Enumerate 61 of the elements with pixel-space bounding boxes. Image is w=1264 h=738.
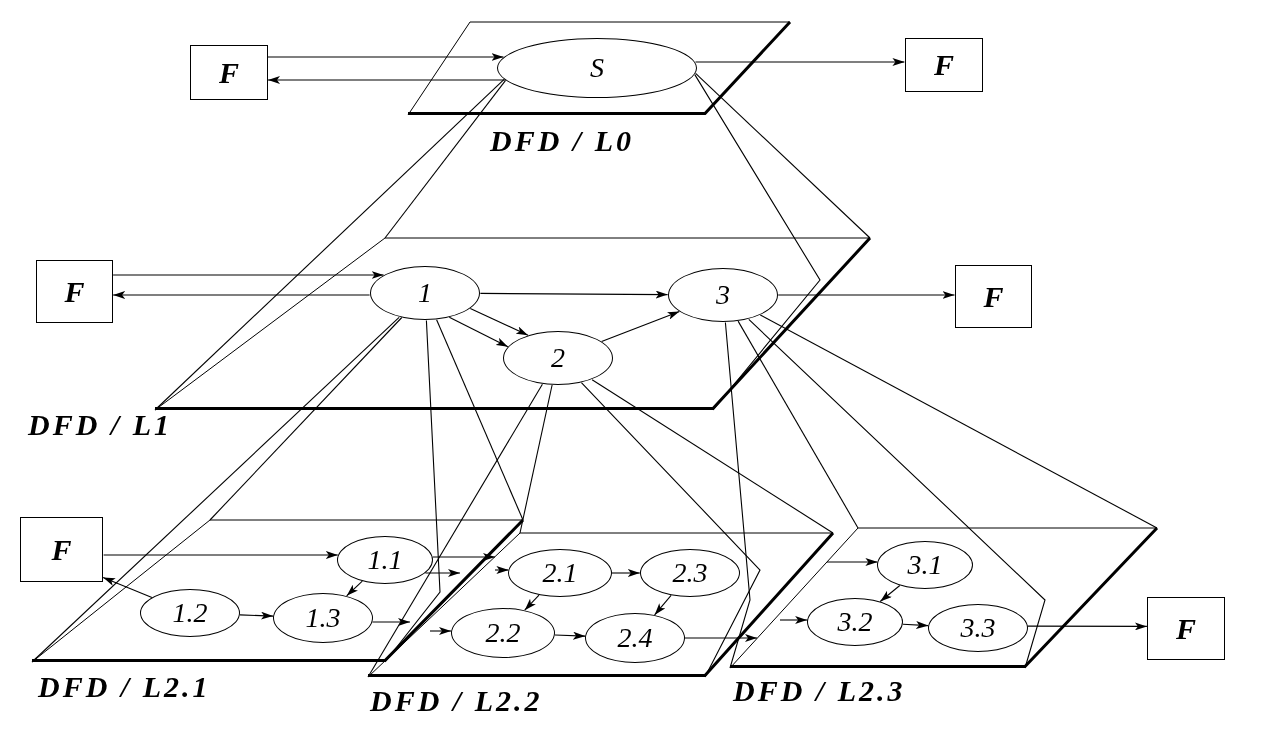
arrow bbox=[112, 271, 385, 279]
process-ellipse: 3.2 bbox=[807, 598, 903, 646]
projection-line bbox=[695, 72, 871, 239]
arrow bbox=[102, 576, 153, 598]
level-label: DFD / L0 bbox=[490, 126, 634, 156]
projection-line bbox=[737, 320, 859, 529]
projection-line bbox=[436, 319, 524, 521]
arrow bbox=[611, 569, 641, 577]
process-ellipse: 3.3 bbox=[928, 604, 1028, 652]
arrow bbox=[239, 611, 274, 620]
projection-line bbox=[209, 316, 403, 521]
arrow bbox=[879, 584, 901, 603]
process-ellipse: 3 bbox=[668, 268, 778, 322]
projection-line bbox=[519, 384, 553, 534]
process-ellipse: 3.1 bbox=[877, 541, 973, 589]
level-label: DFD / L2.1 bbox=[38, 672, 211, 702]
projection-line bbox=[384, 79, 507, 239]
arrow bbox=[346, 580, 363, 597]
process-ellipse: 1.2 bbox=[140, 589, 240, 637]
process-ellipse: 2.1 bbox=[508, 549, 612, 597]
projection-line bbox=[724, 321, 751, 669]
arrow bbox=[694, 58, 905, 66]
arrow bbox=[777, 291, 956, 299]
process-ellipse: 2.3 bbox=[640, 549, 740, 597]
arrow bbox=[601, 311, 680, 342]
process-ellipse: S bbox=[497, 38, 697, 98]
external-entity-box: F bbox=[190, 45, 268, 100]
external-entity-box: F bbox=[36, 260, 113, 323]
arrow bbox=[779, 616, 808, 624]
process-ellipse: 2 bbox=[503, 331, 613, 385]
arrow bbox=[429, 627, 452, 635]
process-ellipse: 1.3 bbox=[273, 593, 373, 643]
arrow bbox=[432, 553, 496, 561]
arrow bbox=[371, 618, 411, 626]
external-entity-box: F bbox=[905, 38, 983, 92]
arrow bbox=[448, 316, 509, 348]
projection-line bbox=[591, 379, 834, 534]
arrow bbox=[267, 76, 506, 84]
arrow bbox=[103, 551, 339, 559]
process-ellipse: 2.4 bbox=[585, 613, 685, 663]
projection-line bbox=[759, 314, 1158, 529]
arrow bbox=[826, 558, 878, 566]
arrow bbox=[554, 631, 586, 640]
external-entity-box: F bbox=[20, 517, 103, 582]
arrow bbox=[424, 569, 461, 577]
process-ellipse: 1.1 bbox=[337, 536, 433, 584]
external-entity-box: F bbox=[955, 265, 1032, 328]
arrow bbox=[112, 291, 371, 299]
process-ellipse: 2.2 bbox=[451, 608, 555, 658]
arrow bbox=[1027, 622, 1148, 631]
level-label: DFD / L2.3 bbox=[733, 676, 906, 706]
level-label: DFD / L2.2 bbox=[370, 686, 543, 716]
process-ellipse: 1 bbox=[370, 266, 480, 320]
arrow bbox=[494, 566, 509, 574]
arrow bbox=[469, 308, 529, 336]
arrow bbox=[267, 53, 505, 61]
level-label: DFD / L1 bbox=[28, 410, 172, 440]
external-entity-box: F bbox=[1147, 597, 1225, 660]
arrow bbox=[902, 621, 929, 629]
arrow bbox=[479, 290, 669, 299]
arrow bbox=[684, 634, 758, 642]
